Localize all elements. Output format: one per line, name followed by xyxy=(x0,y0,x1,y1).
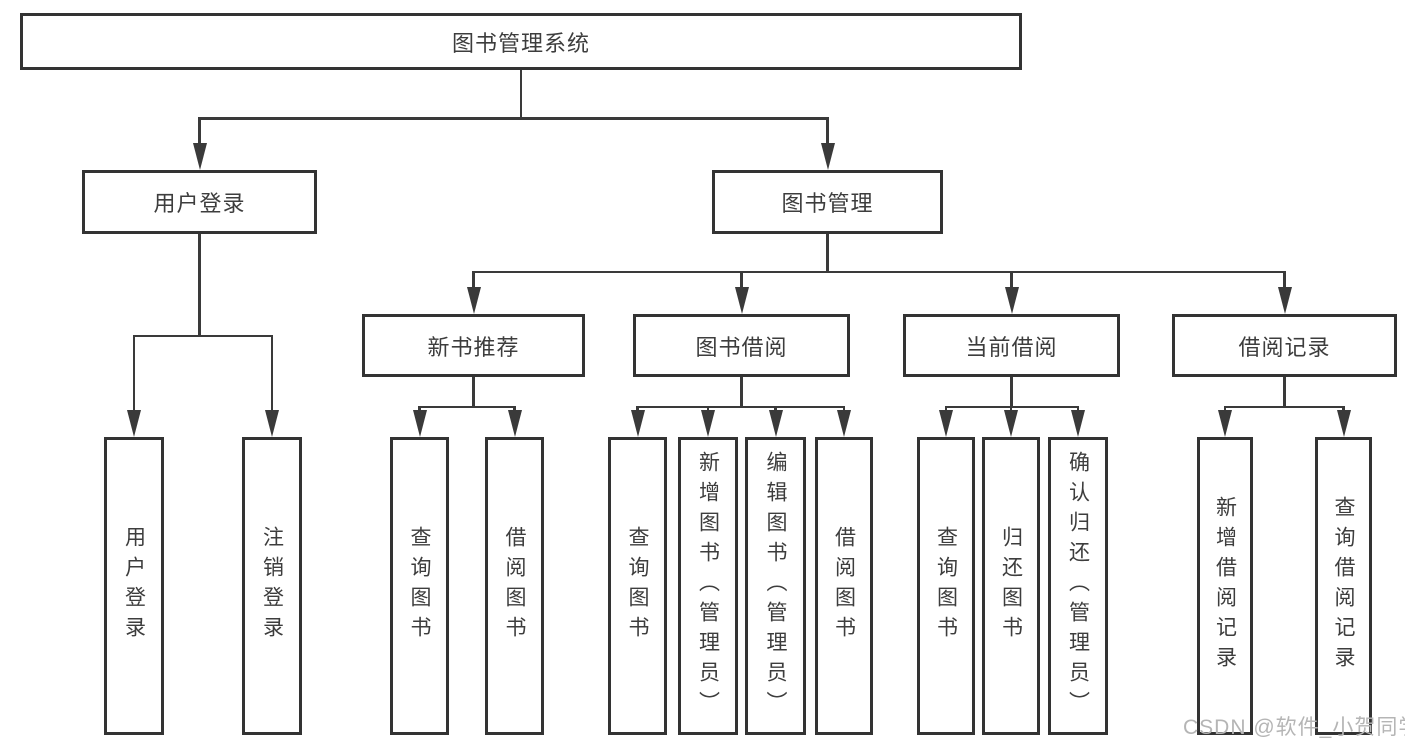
connector-line xyxy=(270,335,274,412)
arrowhead-down-icon xyxy=(837,410,851,437)
leaf-label: 新增图书（管理员） xyxy=(696,451,720,721)
arrowhead-down-icon xyxy=(768,410,783,437)
connector-line xyxy=(1283,377,1286,408)
leaf-confirm-return-admin: 确认归还（管理员） xyxy=(1048,437,1108,735)
node-user-login: 用户登录 xyxy=(82,170,317,234)
leaf-query-books-borrowing: 查询图书 xyxy=(608,437,667,735)
leaf-borrow-books-recommend: 借阅图书 xyxy=(485,437,544,735)
leaf-edit-book-admin: 编辑图书（管理员） xyxy=(745,437,806,735)
leaf-label: 确认归还（管理员） xyxy=(1066,451,1090,721)
arrowhead-down-icon xyxy=(1004,287,1019,314)
connector-line xyxy=(740,271,743,291)
node-new-book-recommend: 新书推荐 xyxy=(362,314,585,377)
arrowhead-down-icon xyxy=(507,410,522,437)
connector-line xyxy=(1223,405,1345,408)
arrowhead-down-icon xyxy=(265,410,279,437)
arrowhead-down-icon xyxy=(701,410,715,437)
connector-line xyxy=(198,117,201,146)
arrowhead-down-icon xyxy=(127,410,141,437)
connector-line xyxy=(132,334,274,338)
arrowhead-down-icon xyxy=(1071,410,1085,437)
connector-line xyxy=(472,270,1286,273)
leaf-query-borrow-record: 查询借阅记录 xyxy=(1315,437,1372,735)
leaf-label: 归还图书 xyxy=(999,526,1023,646)
arrowhead-down-icon xyxy=(939,410,953,437)
connector-line xyxy=(418,405,516,408)
connector-line xyxy=(472,271,475,291)
node-book-management-system: 图书管理系统 xyxy=(20,13,1022,70)
leaf-label: 查询图书 xyxy=(626,526,650,646)
arrowhead-down-icon xyxy=(734,287,749,314)
connector-line xyxy=(132,335,136,412)
connector-line xyxy=(1010,377,1013,408)
arrowhead-down-icon xyxy=(192,143,207,170)
node-borrowing-records: 借阅记录 xyxy=(1172,314,1397,377)
leaf-label: 借阅图书 xyxy=(832,526,856,646)
arrowhead-down-icon xyxy=(1277,287,1292,314)
connector-line xyxy=(740,377,743,408)
node-current-borrowing: 当前借阅 xyxy=(903,314,1120,377)
arrowhead-down-icon xyxy=(820,143,835,170)
connector-line xyxy=(198,117,829,120)
leaf-label: 新增借阅记录 xyxy=(1213,496,1237,676)
leaf-borrow-books-borrowing: 借阅图书 xyxy=(815,437,873,735)
leaf-return-book: 归还图书 xyxy=(982,437,1040,735)
arrowhead-down-icon xyxy=(630,410,645,437)
leaf-label: 用户登录 xyxy=(122,526,146,646)
leaf-label: 查询借阅记录 xyxy=(1332,496,1356,676)
watermark: CSDN @软件_小贺同学 xyxy=(1183,716,1405,739)
leaf-query-books-current: 查询图书 xyxy=(917,437,975,735)
leaf-label: 编辑图书（管理员） xyxy=(764,451,788,721)
node-book-borrowing: 图书借阅 xyxy=(633,314,850,377)
leaf-label: 借阅图书 xyxy=(503,526,527,646)
leaf-label: 查询图书 xyxy=(408,526,432,646)
connector-line xyxy=(826,234,829,273)
connector-line xyxy=(1010,271,1013,291)
connector-line xyxy=(636,405,846,408)
leaf-user-login: 用户登录 xyxy=(104,437,164,735)
connector-line xyxy=(198,234,201,337)
arrowhead-down-icon xyxy=(1218,410,1232,437)
connector-line xyxy=(1283,271,1286,291)
connector-line xyxy=(519,70,523,119)
arrowhead-down-icon xyxy=(466,287,481,314)
arrowhead-down-icon xyxy=(1336,410,1351,437)
arrowhead-down-icon xyxy=(412,410,427,437)
leaf-label: 注销登录 xyxy=(260,526,284,646)
node-book-management: 图书管理 xyxy=(712,170,943,234)
leaf-label: 查询图书 xyxy=(934,526,958,646)
connector-line xyxy=(472,377,475,408)
leaf-add-book-admin: 新增图书（管理员） xyxy=(678,437,738,735)
leaf-query-books-recommend: 查询图书 xyxy=(390,437,449,735)
arrowhead-down-icon xyxy=(1004,410,1018,437)
leaf-add-borrow-record: 新增借阅记录 xyxy=(1197,437,1253,735)
leaf-logout: 注销登录 xyxy=(242,437,302,735)
connector-line xyxy=(826,117,829,146)
